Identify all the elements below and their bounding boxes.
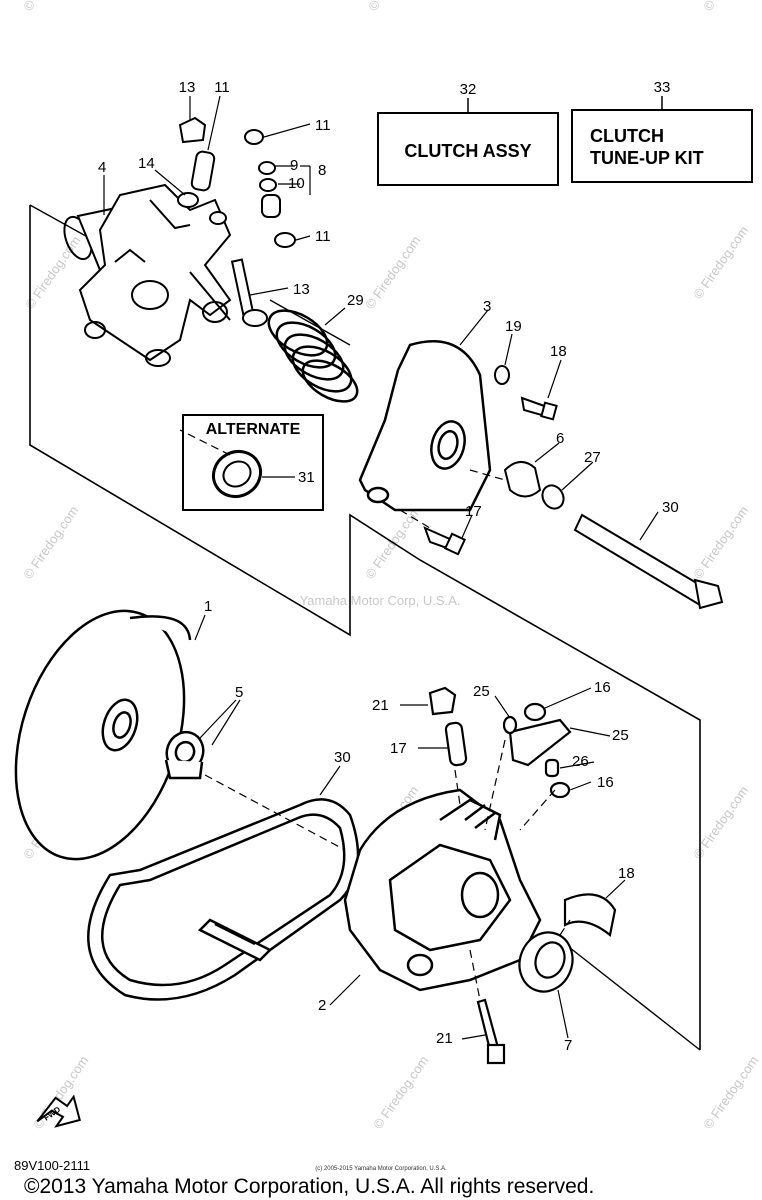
watermark-center-bottom: © Firedog.com: [370, 1053, 431, 1132]
watermark-top-left: © Firedog.com: [20, 0, 81, 14]
callout-26: 25: [473, 683, 490, 700]
copyright-notice: ©2013 Yamaha Motor Corporation, U.S.A. A…: [24, 1175, 594, 1198]
spacer-18-shape: [563, 893, 617, 937]
washer-31-shape: [211, 449, 263, 499]
watermark-center: Yamaha Motor Corp, U.S.A.: [300, 593, 461, 608]
bushing-5-shape: [164, 730, 205, 780]
washer-31-hole: [222, 460, 252, 488]
callout-23: 21: [372, 697, 389, 714]
frame-edge-top-mid: [269, 299, 351, 346]
secondary-assembly-2: [343, 788, 542, 992]
bolt-22-head: [486, 1043, 506, 1065]
small-credit: (c) 2005-2015 Yamaha Motor Corporation, …: [315, 1166, 447, 1172]
cap-16-lower-shape: [549, 781, 571, 799]
plug-15-shape: [178, 116, 207, 144]
clutch-assy-label: CLUTCH ASSY: [404, 141, 531, 161]
spider-hub-part: [63, 183, 232, 367]
watermark-right-bottom: © Firedog.com: [700, 1053, 761, 1132]
small-parts-upper: [177, 116, 296, 327]
tune-up-kit-line1: CLUTCH: [590, 126, 664, 146]
washer-9-shape: [258, 161, 276, 175]
clutch-assy-box: 32 CLUTCH ASSY: [377, 81, 559, 186]
roller-13-shape: [177, 192, 199, 208]
callout-16-lower: 16: [597, 774, 614, 791]
callout-17: 17: [390, 740, 407, 757]
callout-20: 18: [550, 343, 567, 360]
watermark-right-mid: © Firedog.com: [690, 503, 751, 582]
callout-7: 7: [564, 1037, 572, 1054]
tune-up-kit-number: 33: [654, 79, 671, 96]
callout-5: 5: [235, 684, 243, 701]
callout-24: 25: [612, 727, 629, 744]
roller-10-shape: [259, 178, 277, 192]
callout-31: 31: [298, 469, 315, 486]
small-parts-lower: [428, 686, 617, 1065]
callout-27: 29: [347, 292, 364, 309]
leader-lines: [154, 95, 659, 1040]
roller-25-shape: [544, 758, 560, 778]
callout-9: 9: [290, 157, 298, 174]
bolt-28-shape: [573, 513, 714, 607]
front-arrow: FWD: [36, 1094, 81, 1128]
callout-3: 3: [483, 298, 491, 315]
watermark-left-mid: © Firedog.com: [20, 503, 81, 582]
callout-4: 4: [98, 159, 106, 176]
callout-6: 6: [556, 430, 564, 447]
clutch-assy-number: 32: [460, 81, 477, 98]
callout-12: 11: [214, 79, 230, 96]
callout-1: 1: [204, 598, 212, 615]
guide-lines: [179, 429, 571, 1001]
callout-14: 13: [293, 281, 310, 298]
callout-19: 17: [465, 503, 482, 520]
fasteners-mid: [423, 365, 724, 610]
callout-11-lower: 11: [315, 228, 331, 245]
callout-2: 2: [318, 997, 326, 1014]
watermark-center-upper: © Firedog.com: [362, 233, 423, 312]
washer-29-shape: [541, 484, 565, 510]
callout-16-top: 16: [594, 679, 611, 696]
callout-22: 21: [436, 1030, 453, 1047]
cap-11-lower-shape: [274, 232, 296, 248]
primary-sheave-1: [14, 609, 192, 861]
watermark-left-upper: © Firedog.com: [22, 233, 83, 312]
pin-17-shape: [444, 721, 468, 767]
callout-11-top: 11: [315, 117, 331, 134]
callout-10: 10: [288, 175, 305, 192]
frame-edge-bottom: [559, 939, 701, 1051]
cap-11-top-shape: [244, 129, 264, 145]
roller-10b-shape: [261, 194, 281, 218]
callout-25: 26: [572, 753, 589, 770]
roller-6-shape: [503, 461, 542, 498]
tune-up-kit-line2: TUNE-UP KIT: [590, 148, 704, 168]
pin-26-shape: [502, 715, 518, 735]
callout-28: 30: [662, 499, 679, 516]
nut-21-shape: [494, 365, 510, 385]
callout-29: 27: [584, 449, 601, 466]
drive-belt-30: [87, 798, 360, 1001]
plug-23-shape: [428, 686, 457, 716]
watermark-right-upper: © Firedog.com: [690, 223, 751, 302]
cover-plate-3: [358, 340, 492, 512]
alternate-label: ALTERNATE: [206, 421, 301, 438]
diagram-code: 89V100-2111: [14, 1158, 90, 1173]
callout-numbers: 13 11 11 14 9 8 10 4 11 13 29 3 19 18 6 …: [98, 79, 679, 1054]
alternate-box: ALTERNATE 31: [182, 414, 324, 511]
spring-27-shape: [267, 309, 359, 403]
arm-24-shape: [508, 718, 572, 767]
callout-15: 13: [179, 79, 196, 96]
callout-21: 19: [505, 318, 522, 335]
cap-16-top-shape: [523, 702, 547, 722]
watermark-top-center: © Firedog.com: [365, 0, 426, 14]
tune-up-kit-box: 33 CLUTCH TUNE-UP KIT: [571, 79, 753, 183]
callout-18: 18: [618, 865, 635, 882]
callout-13: 14: [138, 155, 155, 172]
watermark-top-right: © Firedog.com: [700, 0, 761, 14]
callout-8: 8: [318, 162, 326, 179]
assembly-frame: [29, 205, 701, 1050]
callout-30: 30: [334, 749, 351, 766]
pin-12-shape: [190, 150, 216, 192]
